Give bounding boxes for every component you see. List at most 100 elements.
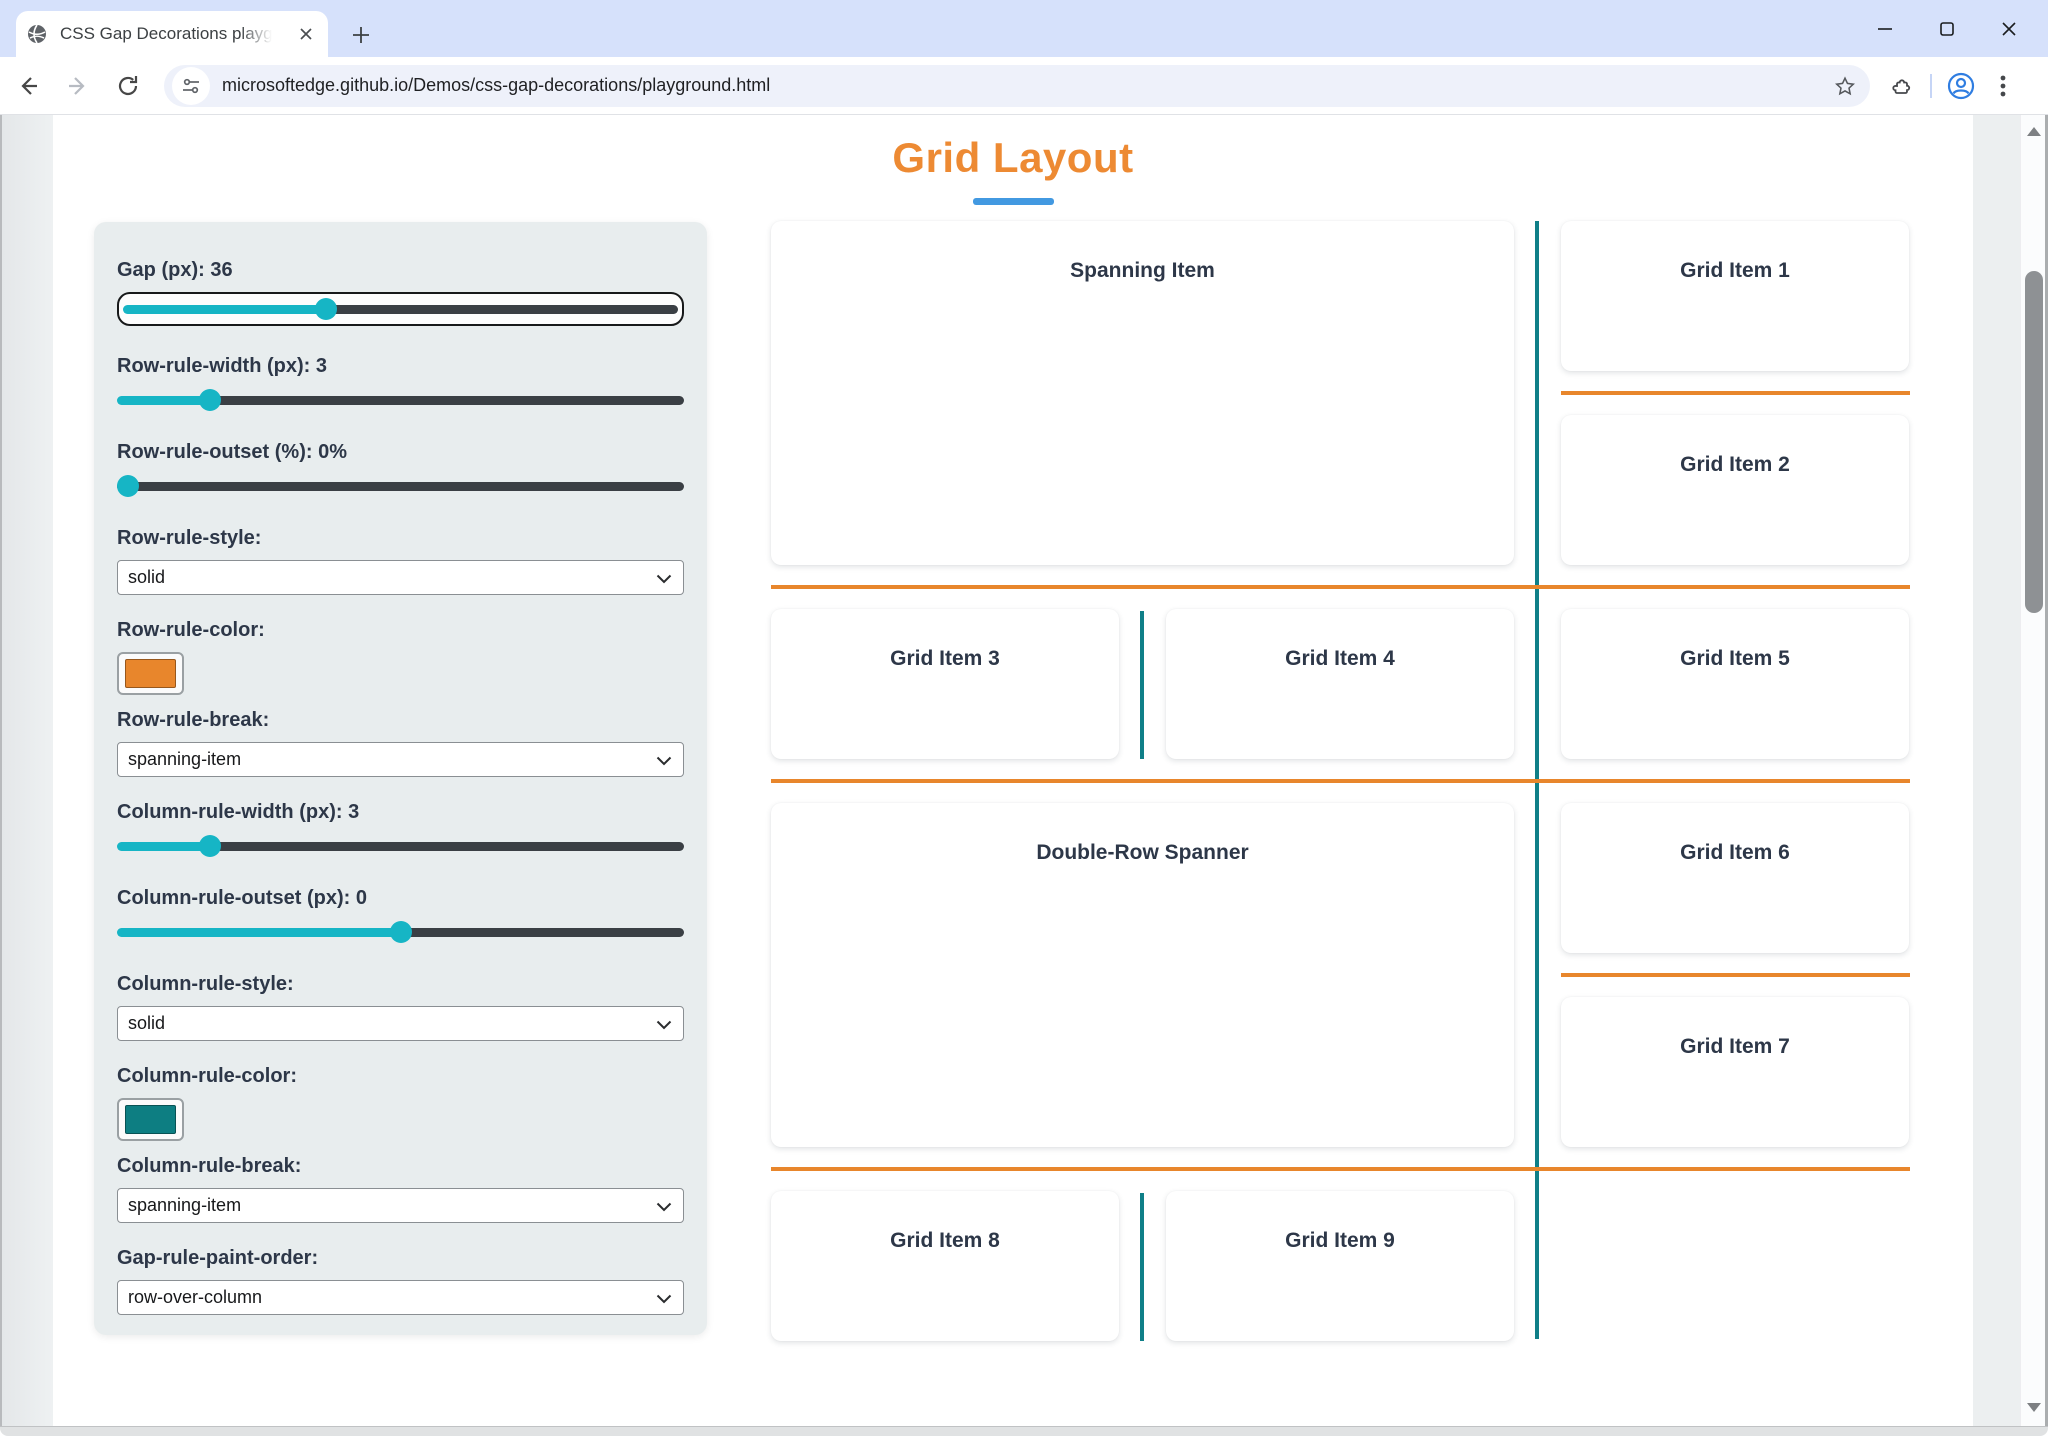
toolbar-divider — [1930, 73, 1932, 98]
url-text[interactable]: microsoftedge.github.io/Demos/css-gap-de… — [222, 75, 771, 95]
column-rule-outset-slider[interactable] — [117, 920, 684, 944]
back-button[interactable] — [6, 64, 50, 108]
grid-card-grid-item-1: Grid Item 1 — [1561, 221, 1909, 371]
url-bar[interactable]: microsoftedge.github.io/Demos/css-gap-de… — [164, 64, 1870, 107]
column-rule-segment-row6 — [1140, 1193, 1144, 1341]
column-rule-outset-slider-track[interactable] — [117, 920, 684, 943]
scrollbar-up-icon[interactable] — [2027, 127, 2041, 136]
bookmark-star-icon[interactable] — [1828, 69, 1862, 103]
row-rule-outset-slider-thumb[interactable] — [117, 474, 139, 497]
toolbar-right-cluster — [1880, 65, 2024, 107]
column-rule-width-control: Column-rule-width (px): 3 — [117, 800, 684, 858]
row-rule-outset-slider-track[interactable] — [117, 474, 684, 497]
scrollbar-down-icon[interactable] — [2027, 1403, 2041, 1412]
row-rule-outset-control: Row-rule-outset (%): 0% — [117, 440, 684, 498]
column-rule-style-label: Column-rule-style: — [117, 973, 294, 995]
window-minimize-button[interactable] — [1854, 1, 1916, 57]
grid-card-grid-item-2: Grid Item 2 — [1561, 415, 1909, 565]
column-rule-break-control: Column-rule-break: spanning-item — [117, 1154, 684, 1223]
column-rule-color-label: Column-rule-color: — [117, 1065, 297, 1087]
gap-rule-paint-order-selected-value: row-over-column — [128, 1287, 263, 1307]
row-rule-style-selected-value: solid — [128, 567, 166, 587]
column-rule-width-slider[interactable] — [117, 834, 684, 858]
window-right-border — [2045, 115, 2048, 1426]
column-rule-width-slider-thumb[interactable] — [198, 834, 221, 857]
site-info-icon[interactable] — [172, 66, 210, 105]
grid-card-spanning-item: Spanning Item — [771, 221, 1514, 565]
grid-card-label: Grid Item 2 — [1680, 453, 1790, 476]
gap-slider-track[interactable] — [123, 297, 678, 320]
grid-card-label: Grid Item 1 — [1680, 259, 1790, 282]
column-rule-break-label: Column-rule-break: — [117, 1155, 302, 1177]
browser-tab[interactable]: CSS Gap Decorations playgroun — [16, 11, 328, 57]
page-title: Grid Layout — [892, 134, 1134, 181]
chevron-down-icon — [656, 1202, 672, 1212]
column-rule-outset-control: Column-rule-outset (px): 0 — [117, 886, 684, 944]
row-rule-color-control: Row-rule-color: — [117, 618, 684, 695]
chevron-down-icon — [656, 1294, 672, 1304]
row-rule-style-label: Row-rule-style: — [117, 527, 262, 549]
column-rule-style-control: Column-rule-style: solid — [117, 972, 684, 1041]
column-rule-color-picker[interactable] — [117, 1098, 184, 1141]
row-rule-color-picker[interactable] — [117, 652, 184, 695]
extensions-puzzle-icon[interactable] — [1880, 65, 1922, 107]
grid-card-grid-item-3: Grid Item 3 — [771, 609, 1119, 759]
grid-demo-area: Spanning Item Grid Item 1 Grid Item 2 Grid … — [771, 221, 1910, 1341]
grid-card-double-row-spanner: Double-Row Spanner — [771, 803, 1514, 1147]
gap-slider[interactable] — [117, 292, 684, 326]
row-rule-color-swatch — [125, 659, 176, 688]
reload-button[interactable] — [106, 64, 150, 108]
grid-card-grid-item-4: Grid Item 4 — [1166, 609, 1514, 759]
grid-card-label: Grid Item 5 — [1680, 647, 1790, 670]
row-rule-break-label: Row-rule-break: — [117, 709, 270, 731]
page-scrollbar[interactable] — [2020, 115, 2046, 1426]
row-rule-style-control: Row-rule-style: solid — [117, 526, 684, 595]
window-bottom-edge — [0, 1426, 2048, 1436]
column-rule-break-select[interactable]: spanning-item — [117, 1188, 684, 1223]
page-left-margin — [2, 115, 53, 1426]
chevron-down-icon — [656, 1020, 672, 1030]
grid-items: Spanning Item Grid Item 1 Grid Item 2 Grid … — [771, 221, 1910, 1341]
row-rule-style-select[interactable]: solid — [117, 560, 684, 595]
new-tab-button[interactable] — [344, 18, 378, 52]
controls-panel: Gap (px): 36 Row-rule-width (px): 3 Row-ru… — [94, 222, 707, 1335]
forward-button[interactable] — [56, 64, 100, 108]
row-rule-break-control: Row-rule-break: spanning-item — [117, 708, 684, 777]
scrollbar-thumb[interactable] — [2025, 271, 2043, 613]
gap-rule-paint-order-control: Gap-rule-paint-order:row-over-column — [117, 1246, 684, 1315]
grid-card-grid-item-9: Grid Item 9 — [1166, 1191, 1514, 1341]
row-rule-break-selected-value: spanning-item — [128, 749, 242, 769]
grid-card-label: Grid Item 6 — [1680, 841, 1790, 864]
row-rule-break-select[interactable]: spanning-item — [117, 742, 684, 777]
column-rule-style-select[interactable]: solid — [117, 1006, 684, 1041]
column-rule-width-slider-track[interactable] — [117, 834, 684, 857]
grid-card-label: Spanning Item — [1070, 259, 1215, 282]
gap-label: Gap (px): 36 — [117, 259, 233, 281]
gap-slider-thumb[interactable] — [314, 297, 337, 320]
tab-close-icon[interactable] — [294, 22, 318, 46]
row-rule-full-1 — [771, 585, 1910, 589]
row-rule-width-slider[interactable] — [117, 388, 684, 412]
grid-card-label: Grid Item 8 — [890, 1229, 1000, 1252]
chevron-down-icon — [656, 756, 672, 766]
window-maximize-button[interactable] — [1916, 1, 1978, 57]
row-rule-width-slider-thumb[interactable] — [198, 388, 221, 411]
gap-rule-paint-order-select[interactable]: row-over-column — [117, 1280, 684, 1315]
favicon-globe-icon — [26, 23, 48, 45]
row-rule-partial-2 — [1561, 973, 1910, 977]
grid-card-grid-item-8: Grid Item 8 — [771, 1191, 1119, 1341]
profile-avatar-icon[interactable] — [1940, 65, 1982, 107]
browser-toolbar: microsoftedge.github.io/Demos/css-gap-de… — [0, 57, 2048, 115]
window-close-button[interactable] — [1978, 1, 2040, 57]
gap-control: Gap (px): 36 — [117, 258, 684, 326]
row-rule-width-slider-track[interactable] — [117, 388, 684, 411]
row-rule-color-label: Row-rule-color: — [117, 619, 265, 641]
row-rule-width-control: Row-rule-width (px): 3 — [117, 354, 684, 412]
column-rule-color-control: Column-rule-color: — [117, 1064, 684, 1141]
browser-menu-icon[interactable] — [1982, 65, 2024, 107]
row-rule-outset-slider[interactable] — [117, 474, 684, 498]
page-right-margin — [1973, 115, 2020, 1426]
column-rule-outset-label: Column-rule-outset (px): 0 — [117, 887, 367, 909]
column-rule-outset-slider-thumb[interactable] — [389, 920, 412, 943]
chevron-down-icon — [656, 574, 672, 584]
